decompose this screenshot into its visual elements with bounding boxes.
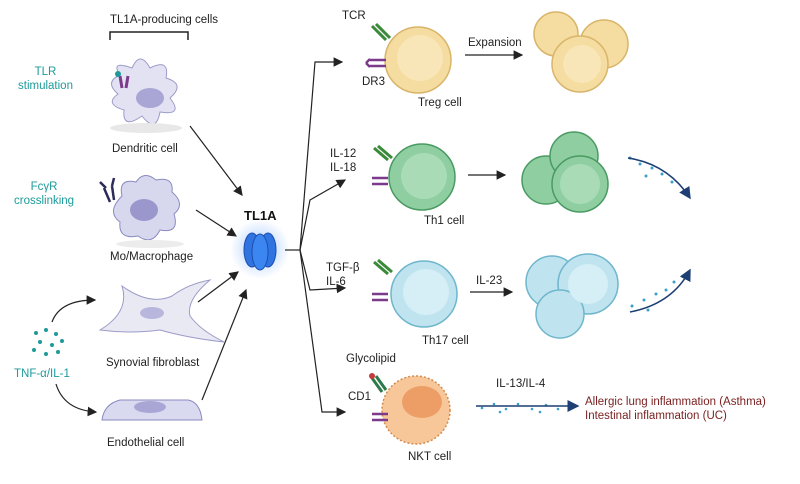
th17-dr3-receptor-icon: [372, 292, 388, 302]
nkt-dr3-receptor-icon: [372, 412, 388, 422]
treg-expanded-cells-illustration: [533, 11, 629, 93]
dendritic-cell-label: Dendritic cell: [112, 143, 178, 155]
th1-secretion-arrow: [627, 157, 691, 200]
endothelial-cell-illustration: [101, 399, 203, 421]
th1-cell-illustration: [388, 143, 456, 211]
asthma-outcome-label: Allergic lung inflammation (Asthma): [585, 396, 766, 408]
tcr-receptor-icon: [370, 22, 392, 42]
macrophage-label: Mo/Macrophage: [110, 251, 194, 263]
th1-tcr-receptor-icon: [373, 144, 393, 162]
dendritic-to-tl1a-arrow: [189, 125, 243, 196]
endothelial-to-tl1a-arrow: [201, 288, 248, 401]
tl1a-label: TL1A: [244, 208, 277, 223]
fibroblast-to-tl1a-arrow: [197, 271, 239, 303]
uc-outcome-label: Intestinal inflammation (UC): [585, 410, 727, 422]
tlr-receptor-icon: [115, 71, 130, 89]
il23-label: IL-23: [476, 275, 503, 287]
nkt-cell-label: NKT cell: [408, 451, 452, 463]
tl1a-trimer-icon: [230, 219, 290, 279]
fibroblast-label: Synovial fibroblast: [106, 357, 200, 369]
tl1a-branch-arrows: [285, 57, 347, 417]
th17-cell-label: Th17 cell: [422, 335, 469, 347]
nkt-cell-illustration: [381, 375, 451, 445]
fcgr-crosslinking-label: FcγR crosslinking: [14, 181, 75, 207]
tnf-to-fibroblast-arrow: [51, 295, 97, 323]
treg-cell-label: Treg cell: [418, 97, 462, 109]
th1-cluster-illustration: [521, 131, 609, 213]
th1-dr3-receptor-icon: [372, 176, 388, 186]
th1-cell-label: Th1 cell: [424, 215, 465, 227]
tlr-stimulation-label: TLR stimulation: [18, 66, 73, 92]
dr3-receptor-icon: [365, 58, 386, 68]
th17-cluster-illustration: [525, 253, 619, 339]
producers-bracket: [109, 31, 189, 40]
th17-cytokines-label: TGF-β IL-6: [326, 262, 360, 288]
nkt-secretion-dots: [480, 402, 560, 414]
endothelial-label: Endothelial cell: [107, 437, 185, 449]
th17-secretion-arrow: [629, 268, 691, 313]
cd1-label: CD1: [348, 391, 372, 403]
tnf-il1-label: TNF-α/IL-1: [14, 368, 70, 380]
th17-cell-illustration: [390, 260, 458, 328]
macrophage-illustration: [113, 175, 184, 248]
tcr-label: TCR: [342, 10, 366, 22]
tnf-cytokine-dots: [32, 328, 64, 356]
producers-heading: TL1A-producing cells: [110, 14, 219, 26]
th1-cytokines-label: IL-12 IL-18: [330, 148, 357, 174]
expansion-label: Expansion: [468, 37, 522, 49]
tnf-to-endothelial-arrow: [55, 383, 98, 417]
glycolipid-label: Glycolipid: [346, 353, 396, 365]
th17-secretion-dots: [630, 280, 676, 312]
dr3-label: DR3: [362, 76, 386, 88]
dendritic-cell-illustration: [110, 58, 182, 133]
il13-il4-label: IL-13/IL-4: [496, 378, 546, 390]
treg-cell-illustration: [384, 26, 452, 94]
macrophage-to-tl1a-arrow: [195, 209, 238, 237]
fcgr-receptor-icon: [99, 177, 116, 203]
glycolipid-cd1-icon: [369, 373, 388, 393]
synovial-fibroblast-illustration: [98, 279, 225, 343]
th17-tcr-receptor-icon: [373, 258, 393, 276]
th1-secretion-dots: [628, 156, 674, 184]
